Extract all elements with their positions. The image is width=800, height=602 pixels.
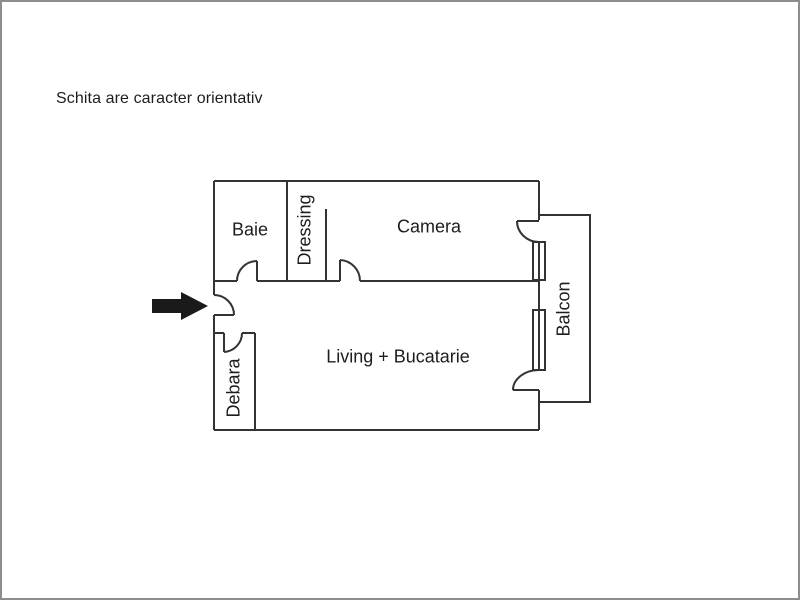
disclaimer-text: Schita are caracter orientativ [56, 90, 263, 107]
door-debara [223, 332, 244, 353]
room-label-camera: Camera [396, 216, 462, 237]
apartment-outline [213, 180, 540, 431]
interior-walls [214, 181, 539, 430]
window-living [532, 309, 546, 371]
balcony-outline [539, 214, 591, 403]
door-baie [236, 260, 258, 282]
room-label-balcon: Balcon [553, 281, 574, 337]
door-living-balcony [512, 369, 540, 391]
room-label-dressing: Dressing [294, 194, 315, 266]
room-label-baie: Baie [231, 219, 269, 240]
room-label-living: Living + Bucatarie [326, 346, 470, 367]
room-label-debara: Debara [223, 358, 244, 418]
door-entrance [213, 294, 235, 316]
window-camera [532, 241, 546, 281]
door-camera-balcony [516, 220, 540, 243]
entrance-arrow-icon [152, 292, 208, 320]
door-camera [339, 259, 362, 282]
